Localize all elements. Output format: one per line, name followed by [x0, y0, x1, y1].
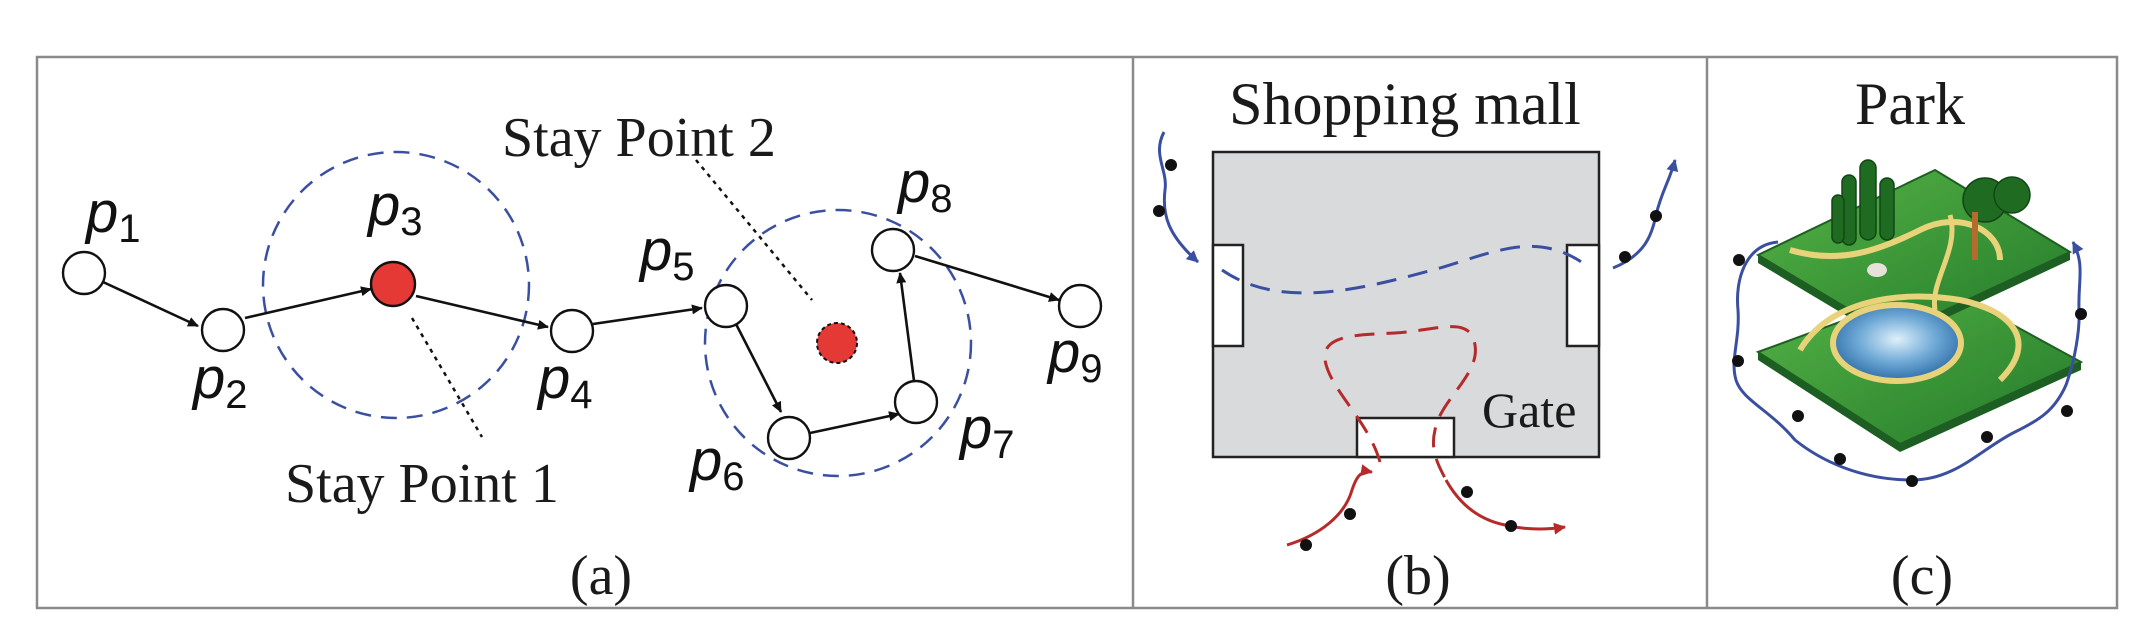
- park-title: Park: [1855, 71, 1965, 137]
- park-trail-lower: [1797, 293, 2022, 383]
- mall-title: Shopping mall: [1229, 71, 1581, 137]
- panel-c: Park: [1732, 71, 2087, 607]
- point-p7: [893, 379, 939, 425]
- arrow-p7-p8: [896, 272, 916, 382]
- red-sample-2: [1344, 508, 1356, 520]
- blue-sample-3: [1619, 251, 1631, 263]
- label-p2: p2: [191, 346, 248, 417]
- red-path-loop: [1323, 325, 1477, 481]
- blue-sample-4: [1650, 210, 1662, 222]
- park-trajectory: [1732, 240, 2084, 482]
- park-trail-upper: [1789, 218, 2003, 261]
- stay-point-1-leader: [410, 317, 484, 438]
- red-sample-3: [1461, 486, 1473, 498]
- red-path-out: [1444, 479, 1566, 535]
- park-sample-3: [1792, 410, 1804, 422]
- tree-6: [1993, 176, 2031, 214]
- red-sample-4: [1505, 520, 1517, 532]
- park-illustration: [1755, 159, 2084, 452]
- point-p6: [766, 415, 812, 461]
- point-p1: [61, 250, 107, 296]
- blue-path-outside-left: [1158, 131, 1200, 264]
- arrow-p2-p3: [244, 286, 372, 320]
- point-p8: [870, 227, 916, 273]
- point-p3: [369, 260, 417, 308]
- tree-trunk: [1972, 212, 1978, 260]
- label-p6: p6: [688, 428, 745, 499]
- mall-gate: [1355, 416, 1456, 459]
- caption-c: (c): [1891, 545, 1953, 607]
- red-sample-1: [1300, 539, 1312, 551]
- park-lake: [1830, 302, 1964, 384]
- mall-entrance-right: [1565, 243, 1601, 348]
- arrow-p3-p4: [415, 294, 549, 330]
- tree-3: [1879, 177, 1895, 241]
- trajectory-arrows: [102, 254, 1060, 435]
- stay-point-2-leader: [695, 159, 813, 301]
- panel-a: p1 p2 p3 p4 p5 p6 p7 p8 p9 Stay Point 1 …: [61, 107, 1103, 607]
- arrow-p8-p9: [914, 254, 1060, 302]
- stay-point-2-centroid: [816, 322, 858, 364]
- tree-2: [1859, 159, 1877, 241]
- stay-region-1: [261, 150, 531, 420]
- caption-a: (a): [570, 545, 632, 607]
- stay-point-2-label: Stay Point 2: [502, 107, 776, 169]
- label-p1: p1: [84, 180, 141, 251]
- blue-sample-1: [1165, 159, 1177, 171]
- park-rock: [1867, 263, 1887, 277]
- park-sample-8: [2075, 308, 2087, 320]
- panel-frames: [35, 55, 2119, 610]
- park-trees: [1831, 159, 2031, 246]
- label-p7: p7: [958, 396, 1015, 467]
- red-path-samples: [1300, 486, 1517, 551]
- park-sample-5: [1906, 475, 1918, 487]
- point-p9: [1057, 283, 1103, 329]
- mall-entrance-left: [1211, 243, 1245, 348]
- label-p4: p4: [536, 346, 593, 417]
- arrow-p1-p2: [102, 280, 199, 328]
- point-p2: [200, 307, 246, 353]
- stay-point-1-label: Stay Point 1: [285, 453, 559, 515]
- park-trajectory-samples: [1732, 254, 2087, 487]
- park-trail-bridge: [1931, 214, 1955, 311]
- caption-b: (b): [1385, 545, 1450, 607]
- park-sample-1: [1733, 254, 1745, 266]
- outer-frame: [35, 55, 2119, 610]
- label-p8: p8: [896, 150, 953, 221]
- arrow-p4-p5: [592, 304, 703, 326]
- blue-path-inside: [1221, 244, 1591, 295]
- blue-sample-2: [1153, 205, 1165, 217]
- point-p5: [703, 283, 749, 329]
- label-p9: p9: [1046, 320, 1103, 391]
- arrow-p5-p6: [734, 323, 783, 413]
- label-p5: p5: [638, 218, 695, 289]
- tree-4: [1831, 194, 1845, 244]
- gate-label: Gate: [1482, 382, 1576, 438]
- park-sample-6: [1981, 431, 1993, 443]
- park-sample-7: [2061, 405, 2073, 417]
- label-p3: p3: [366, 173, 423, 244]
- park-sample-2: [1732, 355, 1744, 367]
- park-sample-4: [1834, 453, 1846, 465]
- point-labels: p1 p2 p3 p4 p5 p6 p7 p8 p9: [84, 150, 1103, 499]
- arrow-p6-p7: [809, 411, 900, 435]
- point-p4: [549, 308, 595, 354]
- trajectory-points: [61, 227, 1103, 461]
- panel-b: Shopping mall Gate (b): [1153, 71, 1679, 607]
- red-path-in: [1286, 464, 1373, 547]
- mall-building: [1211, 150, 1601, 459]
- stay-region-2: [703, 208, 973, 478]
- blue-path-samples: [1153, 159, 1662, 263]
